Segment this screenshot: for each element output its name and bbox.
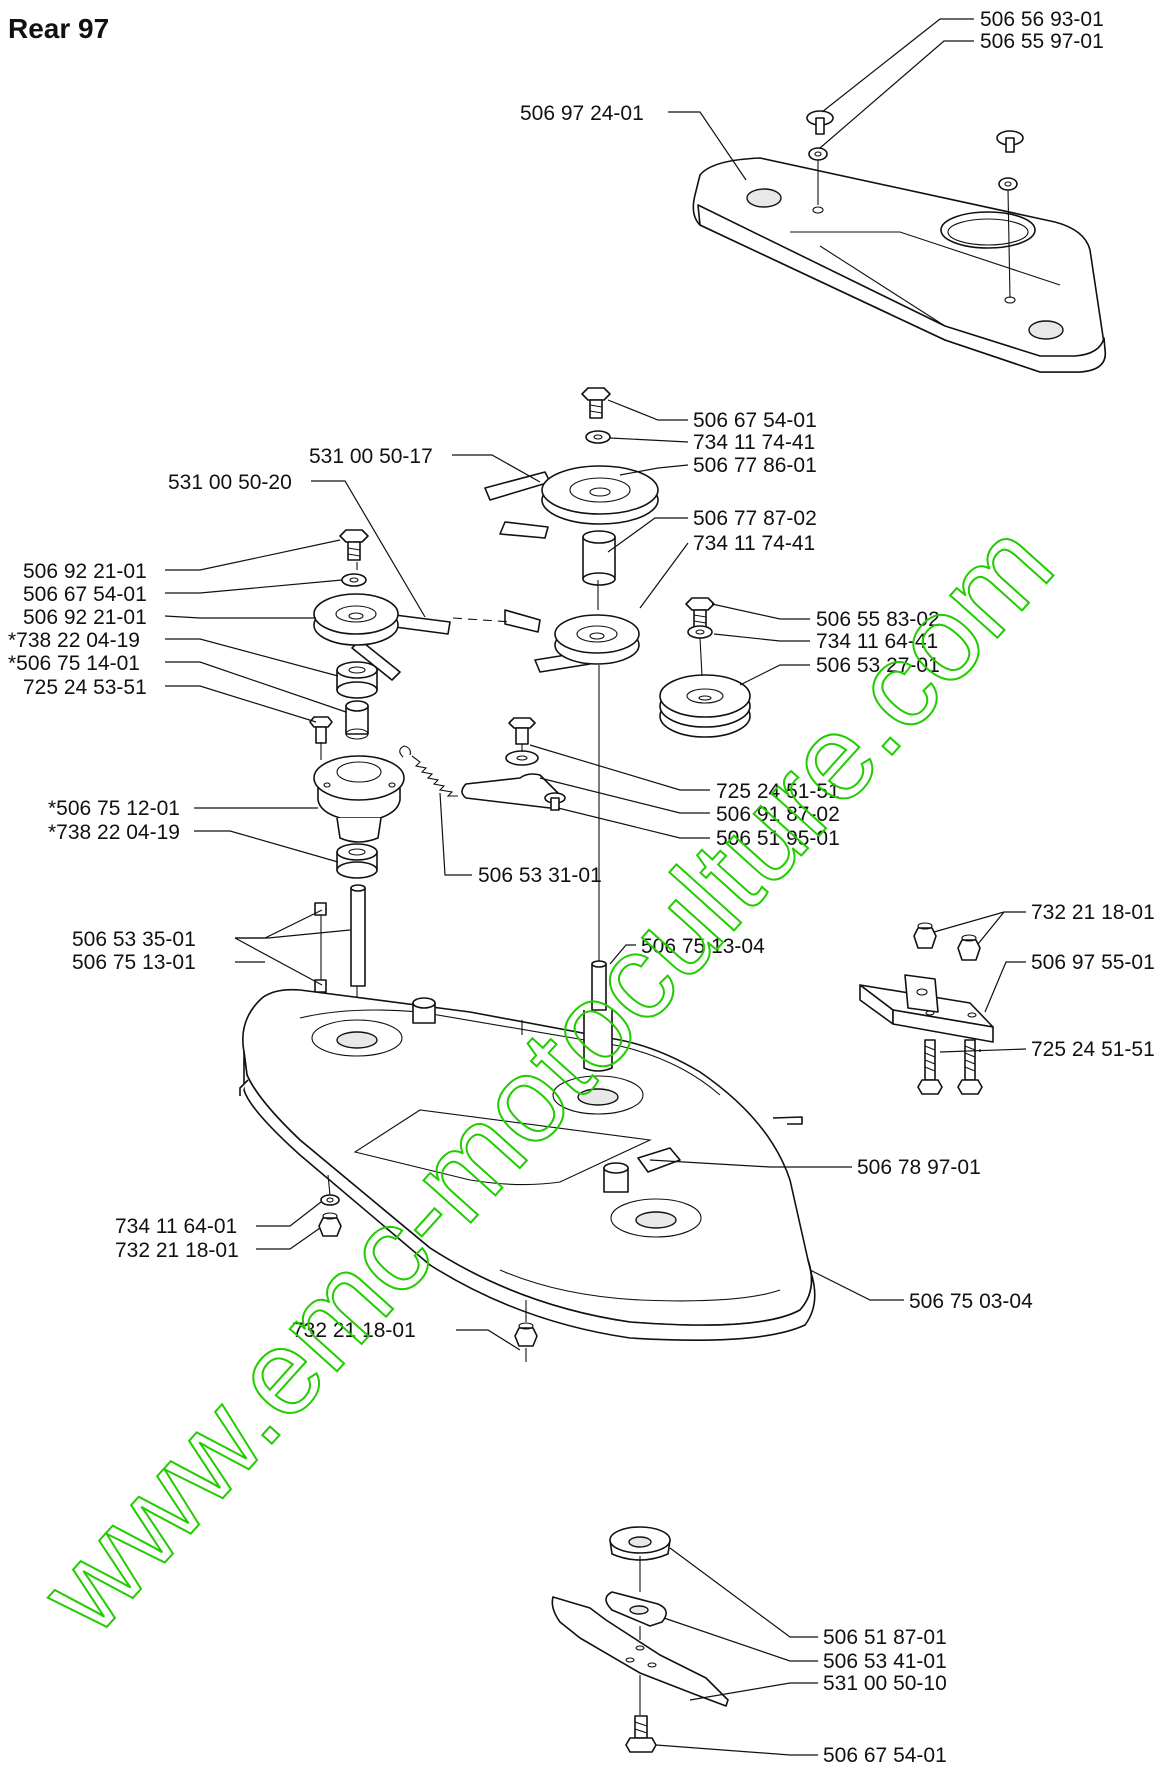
left-washer xyxy=(341,573,367,587)
deck-bracket xyxy=(859,974,994,1043)
cover-screw-left xyxy=(806,110,834,205)
callouts: 506 56 93-01 506 55 97-01 506 97 24-01 5… xyxy=(8,8,1155,1767)
center-bolt xyxy=(581,387,611,419)
part-label: 506 53 31-01 xyxy=(478,864,602,887)
deck-washer xyxy=(320,1194,340,1206)
part-label: 732 21 18-01 xyxy=(292,1319,416,1342)
part-label: 725 24 51-51 xyxy=(1031,1038,1155,1061)
part-label: 531 00 50-10 xyxy=(823,1672,947,1695)
part-label: *506 75 14-01 xyxy=(8,652,140,675)
blade-adapter xyxy=(605,1591,667,1627)
part-label: 531 00 50-17 xyxy=(309,445,433,468)
center-lower-pulley xyxy=(504,609,640,673)
bracket-nut-left xyxy=(913,922,937,949)
part-label: 506 67 54-01 xyxy=(823,1744,947,1767)
part-label: 725 24 51-51 xyxy=(716,780,840,803)
part-label: 734 11 64-41 xyxy=(816,630,938,653)
deck-nut-bottom xyxy=(514,1322,538,1347)
part-label: 506 67 54-01 xyxy=(693,409,817,432)
part-label: 734 11 64-01 xyxy=(115,1215,237,1238)
blade-hub xyxy=(609,1526,671,1561)
part-label: *738 22 04-19 xyxy=(48,821,180,844)
part-label: 506 92 21-01 xyxy=(23,606,147,629)
mower-blade xyxy=(551,1596,729,1707)
part-label: 506 75 13-04 xyxy=(641,935,765,958)
part-label: 506 51 95-01 xyxy=(716,827,840,850)
part-label: 506 53 35-01 xyxy=(72,928,196,951)
deck-nut-left xyxy=(318,1212,342,1237)
left-bearing-housing xyxy=(313,755,405,843)
left-lower-bearing xyxy=(336,843,378,879)
part-label: 506 75 13-01 xyxy=(72,951,196,974)
part-label: 506 53 41-01 xyxy=(823,1650,947,1673)
part-label: 732 21 18-01 xyxy=(1031,901,1155,924)
bracket-bolt-right xyxy=(957,1039,983,1095)
part-label: 506 67 54-01 xyxy=(23,583,147,606)
part-label: 506 91 87-02 xyxy=(716,803,840,826)
left-small-bolt xyxy=(309,716,333,744)
bracket-nut-right xyxy=(957,934,981,961)
part-label: 734 11 74-41 xyxy=(693,431,815,454)
left-bolt xyxy=(339,529,369,561)
part-label: 506 51 87-01 xyxy=(823,1626,947,1649)
blade-bolt xyxy=(625,1715,657,1753)
part-label: 506 78 97-01 xyxy=(857,1156,981,1179)
tension-spring xyxy=(399,745,458,797)
bracket-bolt-left xyxy=(917,1039,943,1095)
part-label: 506 77 86-01 xyxy=(693,454,817,477)
mower-deck xyxy=(239,960,816,1342)
part-label: 734 11 74-41 xyxy=(693,532,815,555)
idler-bolt xyxy=(685,597,715,629)
left-spindle-shaft xyxy=(314,884,366,993)
idler-pulley xyxy=(659,674,751,738)
part-label: *506 75 12-01 xyxy=(48,797,180,820)
part-label: *738 22 04-19 xyxy=(8,629,140,652)
part-label: 725 24 53-51 xyxy=(23,676,147,699)
part-label: 506 92 21-01 xyxy=(23,560,147,583)
center-spacer xyxy=(582,530,616,586)
belt-cover-part xyxy=(692,157,1107,373)
left-spacer-sleeve xyxy=(345,700,369,740)
page-title: Rear 97 xyxy=(8,13,109,44)
upper-belt-drive-pulley xyxy=(484,465,659,539)
part-label: 732 21 18-01 xyxy=(115,1239,239,1262)
left-upper-bearing xyxy=(336,661,378,699)
part-label: 506 56 93-01 xyxy=(980,8,1104,31)
part-label: 506 75 03-04 xyxy=(909,1290,1033,1313)
part-label: 506 97 24-01 xyxy=(520,102,644,125)
cover-screw-right xyxy=(996,130,1024,299)
idler-washer xyxy=(687,625,713,639)
center-washer xyxy=(585,430,611,444)
part-label: 506 55 97-01 xyxy=(980,30,1104,53)
part-label: 506 55 83-02 xyxy=(816,608,940,631)
part-label: 506 77 87-02 xyxy=(693,507,817,530)
part-label: 506 97 55-01 xyxy=(1031,951,1155,974)
part-label: 531 00 50-20 xyxy=(168,471,292,494)
left-pulley xyxy=(313,593,451,681)
part-label: 506 53 27-01 xyxy=(816,654,940,677)
tension-arm-assembly xyxy=(461,717,566,811)
